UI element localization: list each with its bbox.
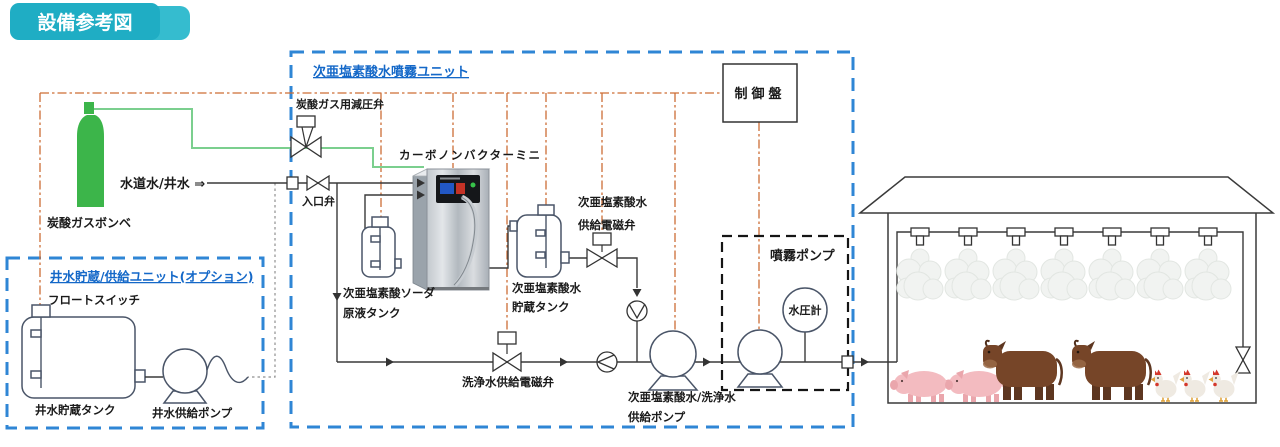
check-valve-vertical: [626, 300, 648, 322]
co2-cylinder-label: 炭酸ガスボンベ: [47, 215, 131, 230]
pigs: [889, 369, 1007, 403]
boundary-connector: [286, 176, 299, 190]
pressure-gauge-label: 水圧計: [789, 303, 822, 317]
spray-pump: [736, 329, 784, 388]
well-pump-hose: [206, 355, 249, 384]
control-panel-label: 制御盤: [734, 86, 785, 102]
raw-solution-tank: [361, 216, 402, 278]
flow-arrows: [332, 178, 869, 367]
barn-roof: [857, 176, 1276, 214]
supply-pump: [647, 330, 699, 391]
barn-drain-valve: [1234, 346, 1252, 374]
check-valve-horizontal: [596, 351, 618, 373]
barn-walls: [887, 213, 1257, 404]
inlet-valve: [306, 174, 330, 192]
supply-pump-label-1: 次亜塩素酸水/洗浄水: [628, 390, 736, 404]
pressure-gauge: [782, 287, 828, 333]
page-title: 設備参考図: [37, 11, 132, 34]
cows: [981, 339, 1152, 402]
raw-tank-label-2: 原液タンク: [343, 306, 401, 320]
wash-valve-label: 洗浄水供給電磁弁: [462, 375, 554, 389]
co2-regulator-valve: [290, 115, 322, 159]
co2-cylinder: [77, 102, 104, 207]
well-pump-label: 井水供給ポンプ: [152, 406, 233, 420]
generator-machine: [412, 168, 491, 291]
well-water-tank: [21, 304, 146, 399]
well-water-return-line: [248, 183, 276, 378]
supply-valve-label-1: 次亜塩素酸水: [578, 195, 647, 209]
title-badge: 設備参考図: [10, 3, 190, 40]
control-panel: [722, 63, 798, 123]
spray-unit-box: [289, 50, 855, 429]
control-wiring: [39, 92, 760, 331]
spray-unit-title: 次亜塩素酸水噴霧ユニット: [313, 64, 469, 80]
outlet-connector: [841, 355, 854, 369]
spray-pump-box: [720, 234, 850, 392]
chickens: [1149, 368, 1240, 402]
supply-solenoid-valve: [586, 232, 618, 269]
supply-pump-label-2: 供給ポンプ: [627, 410, 686, 424]
inlet-valve-label: 入口弁: [302, 194, 335, 208]
livestock-barn: [857, 176, 1276, 404]
well-unit-box: [5, 256, 265, 430]
co2-regulator-label: 炭酸ガス用減圧弁: [296, 97, 384, 111]
machine-handle: [453, 194, 479, 287]
machine-label: カーボノンバクターミニ: [399, 148, 542, 162]
well-unit-title: 井水貯蔵/供給ユニット(オプション): [50, 269, 254, 284]
well-supply-pump: [162, 348, 249, 404]
wash-solenoid-valve: [492, 331, 522, 373]
water-source-label: 水道水/井水 ⇒: [120, 176, 205, 192]
storage-tank-label-2: 貯蔵タンク: [512, 300, 570, 314]
spray-pump-box-title: 噴霧ポンプ: [770, 248, 836, 264]
co2-gas-line: [93, 108, 424, 168]
mist-clouds: [896, 248, 1232, 301]
supply-valve-label-2: 供給電磁弁: [577, 218, 636, 232]
storage-tank: [509, 204, 570, 278]
storage-tank-label-1: 次亜塩素酸水: [512, 281, 581, 295]
raw-tank-label-1: 次亜塩素酸ソーダ: [343, 286, 435, 300]
well-tank-label: 井水貯蔵タンク: [35, 403, 116, 417]
float-switch-label: フロートスイッチ: [48, 293, 140, 307]
spray-nozzles: [910, 227, 1218, 246]
